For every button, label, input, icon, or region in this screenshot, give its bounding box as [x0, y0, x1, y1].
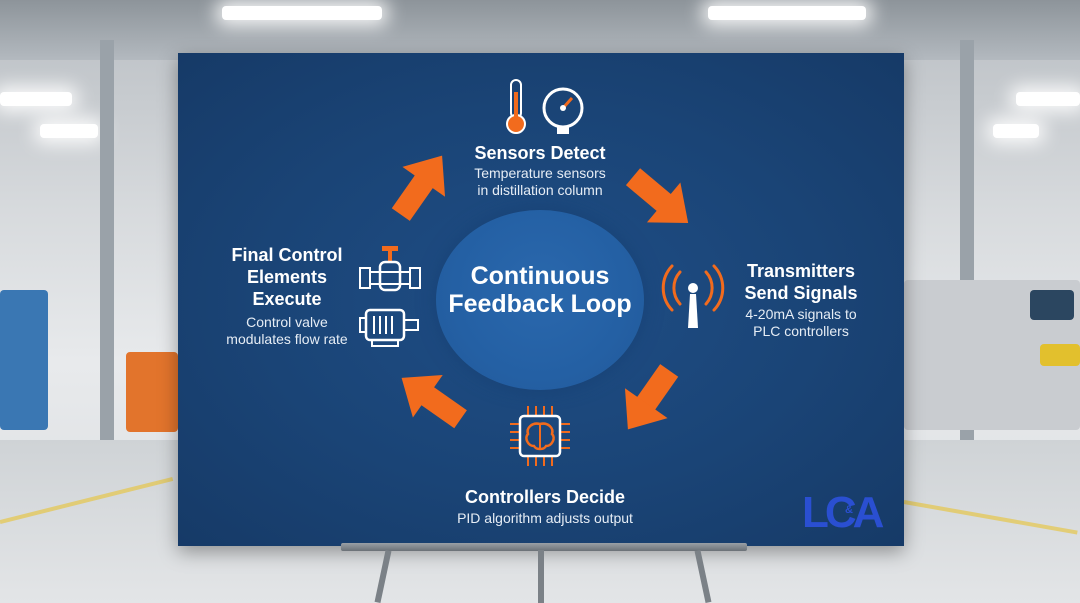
center-title-line2: Feedback Loop	[448, 290, 632, 318]
logo-text: LCA	[802, 488, 884, 533]
arrow-sensors-to-transmitters	[625, 168, 689, 223]
final-desc-line2: modulates flow rate	[226, 331, 348, 347]
arrow-final-to-sensors	[391, 155, 446, 221]
yellow-part	[1040, 344, 1080, 366]
final-title-line3: Execute	[252, 289, 322, 309]
center-title-line1: Continuous	[470, 262, 610, 290]
ceiling-light	[0, 92, 72, 106]
brain-chip-icon	[510, 406, 570, 466]
final-desc: Control valve modulates flow rate	[212, 314, 362, 348]
sensors-desc-line2: in distillation column	[477, 182, 603, 198]
easel-ledge	[341, 543, 747, 551]
orange-cabinet	[126, 352, 178, 432]
ceiling-light	[40, 124, 98, 138]
arrow-transmitters-to-controllers	[624, 364, 679, 430]
lca-logo: LCA &	[802, 488, 888, 533]
controllers-desc: PID algorithm adjusts output	[457, 510, 633, 526]
ceiling-light	[222, 6, 382, 20]
center-title: Continuous Feedback Loop	[436, 262, 644, 318]
arrow-controllers-to-final	[401, 374, 467, 429]
transmitters-title-line1: Transmitters	[746, 261, 856, 281]
thermometer-icon	[506, 79, 526, 134]
transmitters-desc-line1: 4-20mA signals to	[745, 306, 857, 322]
final-title-line1: Final Control	[231, 245, 343, 265]
pillar	[100, 40, 114, 440]
ceiling	[0, 0, 1080, 60]
final-title-line2: Elements	[246, 267, 328, 287]
transmitters-desc-line2: PLC controllers	[753, 323, 849, 339]
final-desc-line1: Control valve	[246, 314, 328, 330]
logo-ampersand: &	[845, 504, 853, 516]
transmitters-title: Transmitters Send Signals	[726, 260, 876, 304]
center-circle	[436, 210, 644, 390]
sensors-desc: Temperature sensors in distillation colu…	[440, 165, 640, 199]
sensors-title: Sensors Detect	[474, 143, 606, 163]
ceiling-light	[993, 124, 1039, 138]
controllers-title: Controllers Decide	[464, 487, 626, 507]
ceiling-light	[708, 6, 866, 20]
valve-icon	[359, 246, 421, 292]
blue-cabinet	[0, 290, 48, 430]
pressure-gauge-icon	[542, 87, 584, 134]
final-title: Final Control Elements Execute	[212, 244, 362, 310]
signal-tower-icon	[661, 264, 725, 328]
easel-leg	[538, 550, 544, 603]
sensors-desc-line1: Temperature sensors	[474, 165, 606, 181]
transmitters-desc: 4-20mA signals to PLC controllers	[726, 306, 876, 340]
ceiling-light	[1016, 92, 1080, 106]
transmitters-title-line2: Send Signals	[744, 283, 858, 303]
machine-screen	[1030, 290, 1074, 320]
motor-icon	[359, 308, 419, 347]
